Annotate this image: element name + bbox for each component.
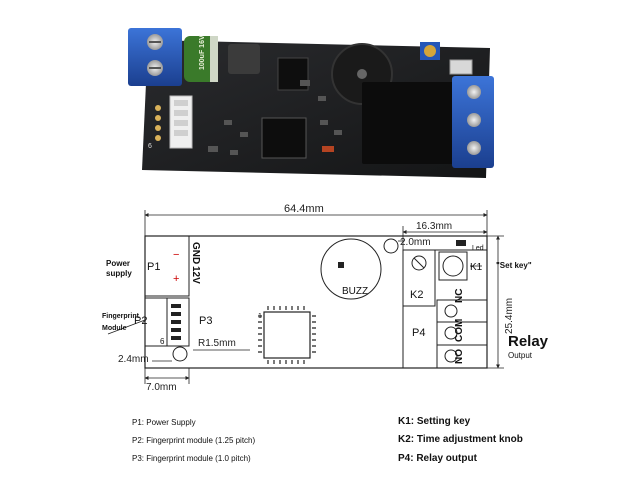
label-pin1: 1 [258,313,262,320]
dim-left-offset: 7.0mm [146,382,177,393]
set-key-button [449,59,473,75]
label-power-supply-1: Power [106,259,130,268]
label-k1: K1 [470,262,483,273]
buzzer-outline [320,238,382,300]
label-gnd: GND [190,242,201,264]
label-fingerprint-1: Fingerprint [102,313,140,320]
board-photo: 100uF 16V [128,28,494,178]
fingerprint-connector [169,95,193,149]
mcu-chip [261,117,307,159]
label-p4: P4 [412,327,425,339]
legend-p1: P1: Power Supply [132,418,196,427]
p1-terminal [144,235,190,297]
label-com: COM [454,319,465,342]
potentiometer [420,42,440,60]
label-led: Led [472,245,484,252]
k1-button [442,255,464,277]
dim-hole-offset: 2.4mm [118,354,149,365]
label-p2: P2 [134,315,147,327]
power-terminal-block [128,28,182,86]
relay-terminal-block [452,76,494,168]
label-nc: NC [454,289,465,303]
label-relay-output: Output [508,351,533,360]
legend-p4: P4: Relay output [398,453,477,464]
p4-terminal [436,299,488,369]
label-buzz: BUZZ [342,286,368,297]
dim-hole-dia-top: 2.0mm [400,237,431,248]
label-relay: Relay [508,333,549,350]
pointer-lines [107,265,482,335]
dim-hole-radius: R1.5mm [198,338,236,349]
label-plus: + [173,273,179,285]
label-no: NO [454,349,465,364]
label-set-key: "Set key" [496,261,532,270]
dim-right-offset: 16.3mm [416,221,452,232]
label-p1: P1 [147,261,160,273]
dim-height: 25.4mm [504,298,515,334]
mcu-outline [258,306,316,364]
mounting-hole-left [172,346,188,362]
capacitor: 100uF 16V [184,35,218,82]
led-marker [456,240,466,246]
solder-pads [155,105,161,141]
k2-knob [411,255,427,271]
p3-pins [171,304,181,340]
label-minus: − [173,249,179,261]
dimension-lines [144,210,504,384]
legend-k1: K1: Setting key [398,416,471,427]
k1-box [438,251,468,281]
k2-box [402,249,436,307]
mounting-hole-top [383,238,399,254]
legend-p2: P2: Fingerprint module (1.25 pitch) [132,436,256,445]
p4-screws [444,304,458,363]
dim-width: 64.4mm [284,203,324,215]
label-12v: 12V [190,266,201,284]
label-pin6: 6 [160,337,165,346]
relay-block [362,82,458,164]
label-fingerprint-2: Module [102,325,127,332]
legend-k2: K2: Time adjustment knob [398,434,523,445]
legend-p3: P3: Fingerprint module (1.0 pitch) [132,454,251,463]
label-power-supply-2: supply [106,269,132,278]
label-p3: P3 [199,315,212,327]
pin-marking: 6 [148,143,152,150]
smd-components [208,80,342,155]
p3-connector [166,297,190,347]
capacitor-marking: 100uF 16V [199,35,206,70]
pcb-outline-drawing [107,210,504,384]
buzzer-marker [338,262,344,268]
label-k2: K2 [410,289,423,301]
inductor [228,44,260,74]
